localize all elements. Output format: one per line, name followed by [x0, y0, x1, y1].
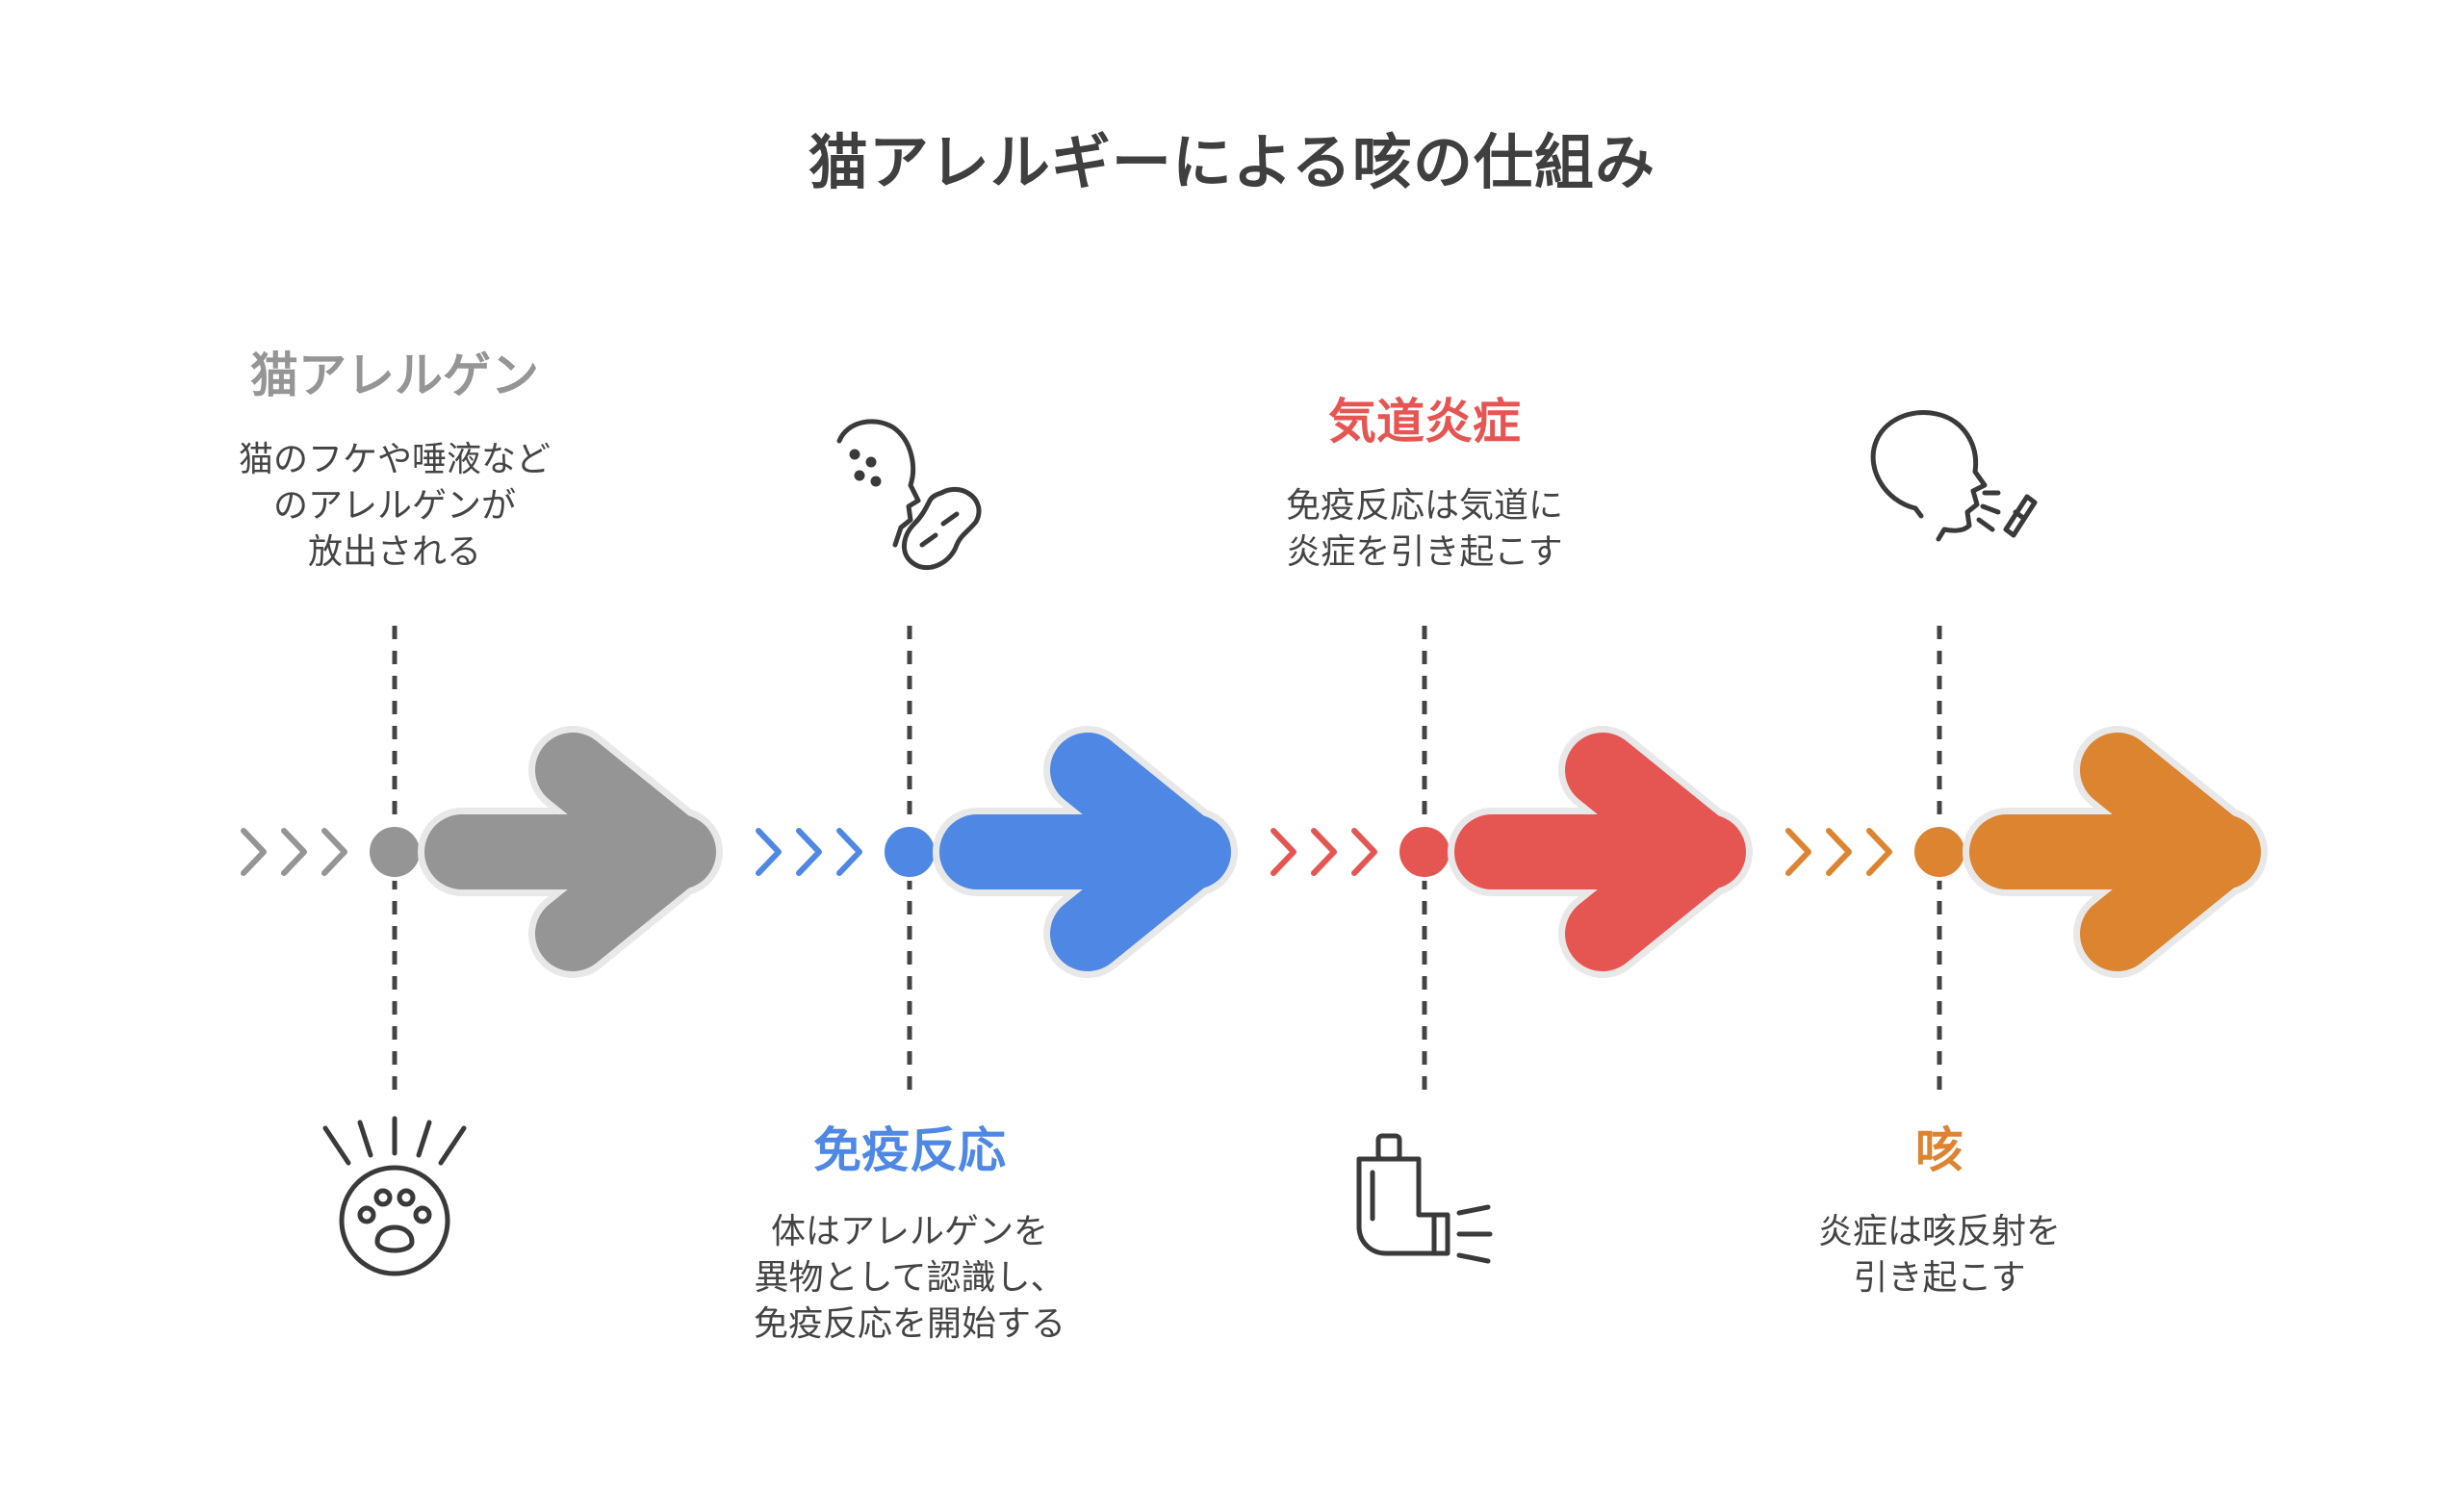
head-peanut-icon — [836, 419, 982, 571]
step-1-chevrons — [241, 828, 347, 876]
step-4-description: 炎症は咳反射を 引き起こす — [1817, 1212, 2061, 1298]
step-1-description: 猫のフケや唾液など のアレルゲンが 放出される — [238, 440, 551, 572]
cough-spray-icon — [1870, 410, 2038, 542]
paw-burst-icon — [322, 1116, 467, 1276]
step-2-chevrons — [756, 828, 862, 876]
step-4-node — [1911, 823, 1968, 881]
step-3-node — [1396, 823, 1453, 881]
step-2-arrow — [933, 726, 1238, 978]
step-3-chevrons — [1270, 828, 1377, 876]
step-1-title: 猫アレルゲン — [250, 348, 539, 403]
step-3-description: 免疫反応は気道に 炎症を引き起こす — [1285, 486, 1563, 572]
step-2-node — [881, 823, 938, 881]
inhaler-icon — [1356, 1133, 1493, 1264]
step-3-arrow — [1448, 726, 1753, 978]
step-3-title: 気道炎症 — [1328, 394, 1521, 450]
page-title: 猫アレルギーによる咳の仕組み — [808, 127, 1656, 197]
step-2-title: 免疫反応 — [813, 1122, 1006, 1178]
step-1-arrow — [418, 726, 723, 978]
step-4-chevrons — [1785, 828, 1892, 876]
step-4-arrow — [1963, 726, 2268, 978]
step-1-node — [366, 823, 424, 881]
step-2-description: 体はアレルゲンを 異物として認識し、 免疫反応を開始する — [753, 1212, 1065, 1344]
step-4-title: 咳 — [1915, 1122, 1964, 1178]
